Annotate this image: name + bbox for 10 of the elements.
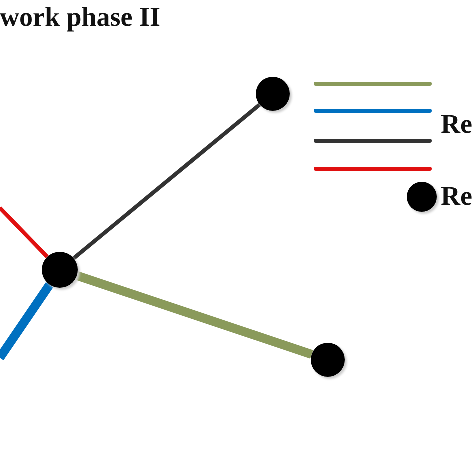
connector-line	[76, 271, 314, 359]
network-node-dot	[42, 252, 78, 288]
legend-label: Re	[441, 111, 472, 138]
connector-line	[0, 282, 54, 361]
connector-line	[72, 103, 262, 260]
diagram-title: work phase II	[0, 4, 161, 31]
connector-line	[0, 206, 49, 258]
network-node-dot	[256, 77, 290, 111]
network-node-dot	[311, 343, 345, 377]
legend-label: Re	[441, 183, 472, 210]
